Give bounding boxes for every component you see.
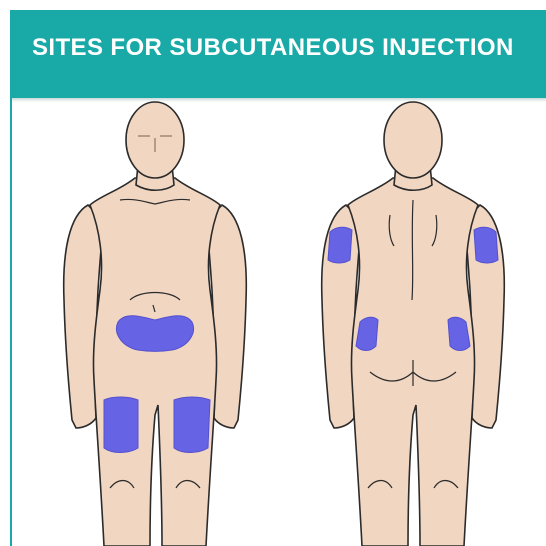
front-torso-legs [90,178,220,546]
injection-site-left-thigh [104,397,138,453]
injection-site-left-upper-arm [328,227,352,263]
back-head [384,102,442,178]
back-spine [412,200,413,300]
injection-site-right-thigh [174,397,210,453]
injection-site-right-upper-arm [474,227,498,263]
back-body-figure [322,102,505,546]
front-body-figure [64,102,247,546]
injection-site-abdomen [116,316,193,352]
